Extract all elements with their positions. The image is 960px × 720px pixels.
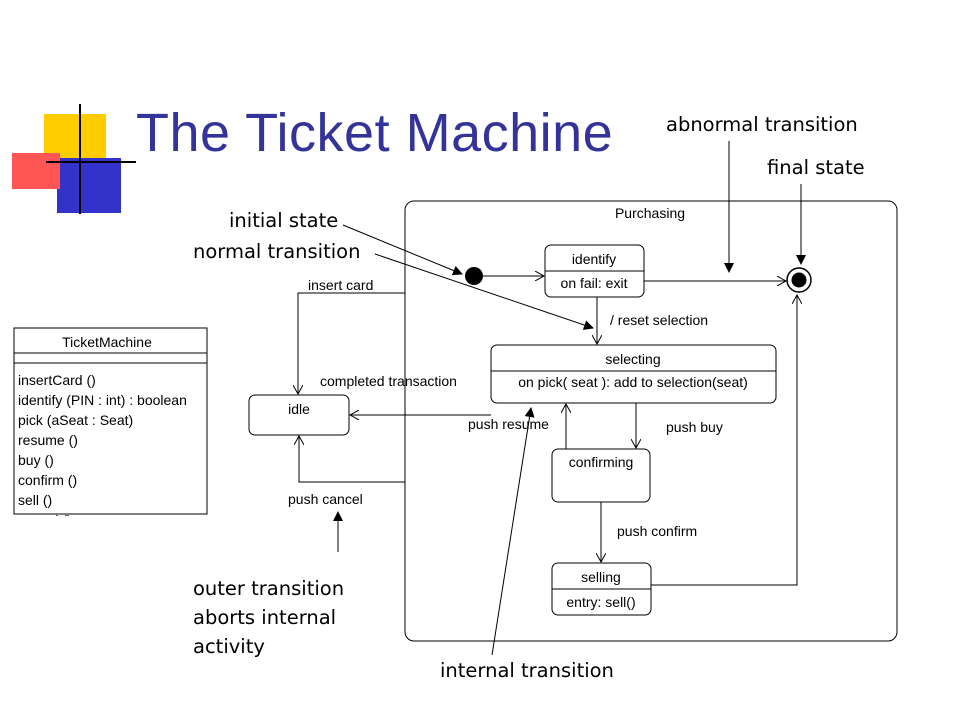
annotation-normal-transition: normal transition [193, 240, 361, 263]
transition-label: / reset selection [610, 312, 708, 328]
annotation-internal-transition: internal transition [440, 659, 614, 682]
class-operation: insertCard () [18, 372, 96, 388]
class-operation: identify (PIN : int) : boolean [18, 392, 187, 408]
state-name: confirming [569, 454, 634, 470]
state-name: selecting [605, 351, 660, 367]
annotation-initial-state: initial state [229, 209, 339, 232]
pointer-initial-state [342, 224, 463, 276]
transition-label: completed transaction [320, 373, 457, 389]
pointer-normal-transition [374, 253, 594, 330]
transition-label: push resume [468, 416, 549, 432]
slide-title: The Ticket Machine [136, 103, 614, 163]
class-operation: sell () [18, 492, 52, 508]
class-box-ticketmachine: TicketMachine insertCard () identify (PI… [13, 327, 208, 528]
annotation-line: aborts internal [193, 606, 337, 629]
state-confirming: confirming [551, 448, 651, 503]
class-operation: buy () [18, 452, 54, 468]
transition-push-cancel [299, 436, 405, 483]
state-identify: identify on fail: exit [544, 244, 645, 298]
transition-label: push confirm [617, 523, 697, 539]
composite-state-label: Purchasing [615, 205, 685, 221]
annotation-outer-transition: outer transition aborts internal activit… [193, 574, 344, 661]
decoration-red-square [12, 153, 60, 189]
state-name: identify [572, 251, 616, 267]
decoration-vertical-line [79, 104, 81, 214]
state-activity: on pick( seat ): add to selection(seat) [518, 374, 748, 390]
class-operation: confirm () [18, 472, 77, 488]
final-state-node [786, 267, 812, 293]
composite-state-purchasing [404, 200, 898, 642]
class-operation: cancel () [18, 512, 72, 528]
state-name: idle [288, 401, 310, 417]
class-operation: resume () [18, 432, 78, 448]
state-activity: entry: sell() [566, 594, 635, 610]
transition-label: push cancel [288, 491, 363, 507]
state-name: selling [581, 569, 621, 585]
state-selecting: selecting on pick( seat ): add to select… [490, 344, 777, 404]
transition-label: insert card [308, 277, 373, 293]
annotation-line: outer transition [193, 577, 345, 600]
decoration-horizontal-line [46, 161, 136, 163]
transition-label: push buy [666, 419, 723, 435]
decoration-blue-square [57, 158, 121, 213]
state-idle: idle [248, 394, 350, 436]
initial-state-node [465, 267, 483, 285]
annotation-line: activity [193, 635, 265, 658]
transition-selling-to-final [651, 295, 797, 586]
transition-insert-card [298, 292, 405, 394]
class-name: TicketMachine [62, 334, 152, 350]
pointer-internal-transition [491, 407, 535, 656]
class-operation: pick (aSeat : Seat) [18, 412, 133, 428]
state-activity: on fail: exit [561, 275, 628, 291]
state-selling: selling entry: sell() [551, 562, 652, 616]
annotation-abnormal-transition: abnormal transition [666, 113, 858, 136]
annotation-final-state: final state [767, 156, 865, 179]
class-operations: insertCard () identify (PIN : int) : boo… [18, 372, 187, 528]
